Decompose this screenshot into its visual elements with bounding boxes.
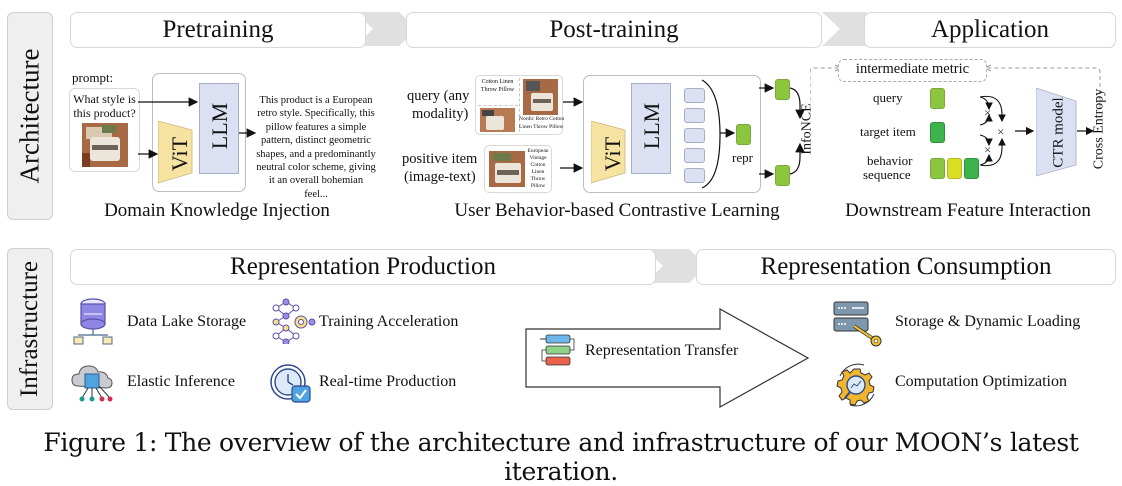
query-card: Cotton Linen Throw Pillow Nordic Retro C… bbox=[475, 75, 565, 135]
behavior-feature-3 bbox=[964, 158, 979, 179]
figure-caption: Figure 1: The overview of the architectu… bbox=[43, 428, 1079, 486]
query-card-text1-line2: Throw Pillow bbox=[480, 87, 515, 93]
stage-header-representation-consumption: Representation Consumption bbox=[696, 249, 1116, 285]
pretraining-llm-label: LLM bbox=[207, 102, 233, 150]
storage-dynamic-loading-label: Storage & Dynamic Loading bbox=[895, 313, 1081, 330]
query-card-text2-line2: Linen Throw Pillow bbox=[519, 124, 564, 130]
token bbox=[684, 168, 705, 183]
token bbox=[684, 128, 705, 143]
training-acceleration-icon bbox=[272, 298, 316, 344]
ctr-model-block bbox=[1036, 88, 1077, 177]
token bbox=[684, 88, 705, 103]
positive-label-line2: (image-text) bbox=[404, 169, 476, 185]
pretraining-vit-block bbox=[158, 121, 193, 184]
query-image-1 bbox=[480, 108, 515, 132]
target-item-feature bbox=[930, 122, 945, 143]
computation-optimization-label: Computation Optimization bbox=[895, 373, 1067, 390]
query-feature bbox=[930, 88, 945, 109]
computation-optimization-icon bbox=[836, 363, 875, 407]
cross-symbol: × bbox=[984, 105, 991, 120]
behavior-row-label-line2: sequence bbox=[863, 167, 911, 182]
cross-symbol: × bbox=[984, 142, 991, 157]
infrastructure-label: Infrastructure bbox=[16, 260, 43, 398]
pretraining-output-text: This product is a European retro style. … bbox=[256, 95, 376, 200]
stage-header-post-training: Post-training bbox=[406, 12, 822, 48]
storage-dynamic-loading-icon bbox=[833, 301, 882, 347]
behavior-feature-1 bbox=[930, 158, 945, 179]
query-label-line2: modality) bbox=[412, 106, 469, 122]
repr-label: repr bbox=[732, 150, 753, 165]
query-card-text2-line1: Nordic Retro Cotton bbox=[519, 116, 565, 122]
architecture-label: Architecture bbox=[14, 48, 45, 184]
query-row-label: query bbox=[873, 90, 903, 105]
intermediate-metric-box: intermediate metric bbox=[838, 59, 987, 82]
application-caption: Downstream Feature Interaction bbox=[845, 200, 1091, 221]
prompt-text-line1: What style is bbox=[73, 92, 136, 106]
token bbox=[684, 148, 705, 163]
positive-item-card: European Vintage Cotton Linen Throw Pill… bbox=[484, 145, 552, 193]
stage-arrow-1 bbox=[355, 12, 417, 46]
infrastructure-section-label: Infrastructure bbox=[7, 248, 53, 410]
training-acceleration-label: Training Acceleration bbox=[319, 313, 459, 330]
prompt-card: What style is this product? bbox=[69, 88, 140, 172]
real-time-production-label: Real-time Production bbox=[319, 373, 457, 390]
target-item-row-label: target item bbox=[860, 124, 916, 139]
product-image bbox=[82, 123, 128, 167]
query-label-line1: query (any bbox=[407, 88, 470, 104]
elastic-inference-label: Elastic Inference bbox=[127, 373, 235, 390]
cross-symbol: × bbox=[997, 124, 1004, 139]
query-image-2 bbox=[523, 79, 558, 115]
repr-embedding bbox=[736, 124, 751, 145]
stage-header-representation-production: Representation Production bbox=[70, 249, 656, 285]
intermediate-metric-label: intermediate metric bbox=[855, 61, 970, 77]
infra-stage-arrow bbox=[645, 249, 707, 283]
feature-interaction-lines: × × × bbox=[979, 95, 1095, 167]
behavior-row-label-line1: behavior bbox=[867, 153, 913, 168]
prompt-text-line2: this product? bbox=[73, 106, 136, 120]
pretraining-llm-block bbox=[199, 83, 239, 174]
positive-item-text: European Vintage Cotton Linen Throw Pill… bbox=[527, 148, 549, 189]
token bbox=[684, 108, 705, 123]
ctr-model-label: CTR model bbox=[1050, 97, 1067, 168]
representation-transfer-label: Representation Transfer bbox=[585, 342, 739, 359]
representation-transfer-icon bbox=[540, 334, 575, 366]
pretraining-caption: Domain Knowledge Injection bbox=[104, 200, 330, 221]
positive-embedding bbox=[775, 165, 790, 186]
real-time-production-icon bbox=[270, 364, 311, 403]
stage-header-pretraining: Pretraining bbox=[70, 12, 366, 48]
post-training-llm-block bbox=[631, 83, 671, 174]
representation-transfer-arrow bbox=[525, 308, 810, 408]
stage-header-application: Application bbox=[864, 12, 1116, 48]
data-lake-storage-label: Data Lake Storage bbox=[127, 313, 247, 330]
prompt-label: prompt: bbox=[72, 70, 114, 85]
post-training-diagram-lines bbox=[560, 79, 805, 189]
query-embedding bbox=[775, 79, 790, 100]
positive-item-image bbox=[489, 151, 525, 187]
cross-entropy-label: Cross Entropy bbox=[1091, 88, 1107, 170]
post-training-caption: User Behavior-based Contrastive Learning bbox=[454, 200, 780, 221]
behavior-feature-2 bbox=[947, 158, 962, 179]
token-stack bbox=[684, 88, 705, 183]
query-card-text1-line1: Cotton Linen bbox=[481, 79, 514, 85]
architecture-section-label: Architecture bbox=[7, 12, 53, 220]
pretraining-vit-label: ViT bbox=[167, 136, 193, 172]
post-training-vit-block bbox=[591, 121, 626, 184]
data-lake-storage-icon bbox=[73, 298, 113, 345]
positive-label-line1: positive item bbox=[402, 151, 478, 167]
elastic-inference-icon bbox=[71, 365, 113, 402]
pretraining-diagram-lines bbox=[138, 97, 257, 159]
